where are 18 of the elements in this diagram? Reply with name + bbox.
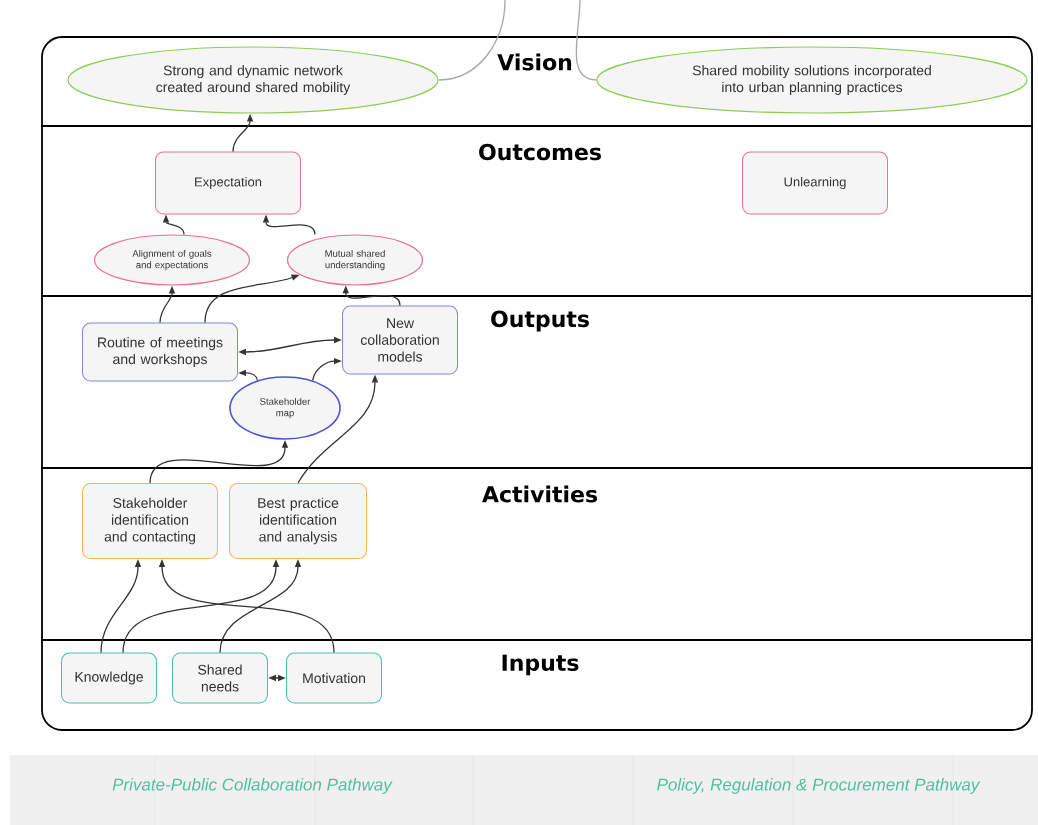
rounded-box: New collaboration models bbox=[342, 305, 458, 375]
ellipse-node: Stakeholder map bbox=[229, 376, 341, 440]
rounded-box: Motivation bbox=[286, 652, 382, 704]
rounded-box: Best practice identification and analysis bbox=[229, 483, 367, 559]
pathway-label: Private-Public Collaboration Pathway bbox=[112, 778, 393, 794]
connector-line bbox=[437, 0, 506, 81]
rounded-box: Shared needs bbox=[172, 652, 268, 704]
ellipse-node: Alignment of goals and expectations bbox=[93, 234, 251, 286]
ellipse-node: Mutual shared understanding bbox=[286, 234, 424, 286]
connector-line bbox=[575, 0, 598, 81]
rounded-box: Knowledge bbox=[61, 652, 157, 704]
rounded-box: Expectation bbox=[155, 151, 301, 215]
rounded-box: Unlearning bbox=[742, 151, 888, 215]
rounded-box: Routine of meetings and workshops bbox=[82, 322, 238, 382]
pathway-label: Policy, Regulation & Procurement Pathway bbox=[657, 778, 981, 794]
ellipse-node: Strong and dynamic network created around shared mobility bbox=[67, 46, 439, 114]
rounded-box: Stakeholder identification and contacting bbox=[82, 483, 218, 559]
ellipse-node: Shared mobility solutions incorporated into urban planning practices bbox=[596, 46, 1028, 114]
